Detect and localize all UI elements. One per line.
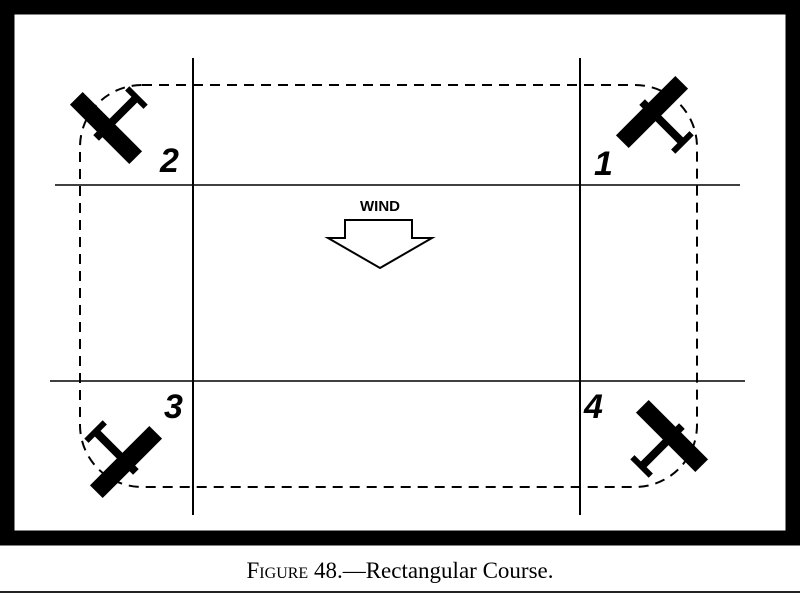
wind-arrow-icon bbox=[324, 219, 436, 270]
wind-label: WIND bbox=[360, 198, 400, 215]
airplane-icon-2 bbox=[66, 65, 169, 168]
frame-border bbox=[0, 0, 800, 546]
bottom-rule bbox=[0, 591, 800, 593]
position-label-1: 1 bbox=[594, 145, 613, 183]
position-label-2: 2 bbox=[159, 142, 179, 180]
figure-title: Rectangular Course. bbox=[365, 558, 554, 583]
position-label-4: 4 bbox=[583, 388, 603, 426]
flight-path-dashed bbox=[79, 84, 698, 488]
figure-caption: Figure 48.—Rectangular Course. bbox=[0, 558, 800, 584]
caption-separator: — bbox=[342, 558, 366, 583]
position-label-3: 3 bbox=[164, 388, 183, 426]
airplane-icon-1 bbox=[612, 72, 715, 175]
figure-number: Figure 48. bbox=[246, 558, 343, 583]
